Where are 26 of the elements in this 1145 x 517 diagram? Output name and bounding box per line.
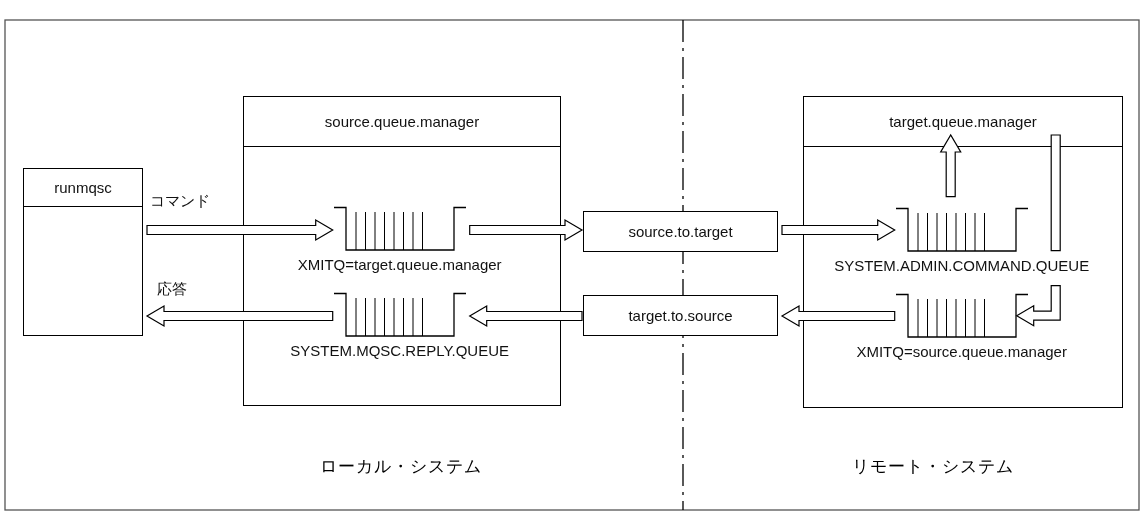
block-arrow	[781, 218, 896, 242]
edge-label: 応答	[157, 280, 187, 299]
block-arrow	[939, 133, 962, 198]
block-arrow	[468, 304, 583, 328]
queue-label: SYSTEM.ADMIN.COMMAND.QUEUE	[834, 256, 1090, 274]
block-arrow	[469, 218, 584, 242]
box-title: source.queue.manager	[324, 113, 480, 130]
queue-label: XMITQ=source.queue.manager	[856, 342, 1067, 360]
channel-box	[583, 211, 778, 252]
box-title: runmqsc	[54, 179, 112, 196]
system-label: リモート・システム	[852, 456, 1014, 478]
system-label: ローカル・システム	[320, 456, 482, 478]
queue-manager-box	[803, 96, 1123, 408]
queue-label: XMITQ=target.queue.manager	[297, 255, 502, 273]
block-arrow	[1015, 134, 1061, 327]
program-box	[23, 168, 143, 336]
block-arrow	[146, 218, 334, 242]
block-arrow	[780, 304, 896, 328]
queue-manager-box	[243, 96, 561, 406]
queue-label: SYSTEM.MQSC.REPLY.QUEUE	[290, 341, 509, 359]
edge-label: コマンド	[150, 192, 210, 211]
block-arrow	[145, 304, 334, 328]
box-title: target.queue.manager	[889, 113, 1037, 130]
channel-box	[583, 295, 778, 336]
box-title: source.to.target	[628, 223, 733, 240]
box-title: target.to.source	[628, 307, 733, 324]
